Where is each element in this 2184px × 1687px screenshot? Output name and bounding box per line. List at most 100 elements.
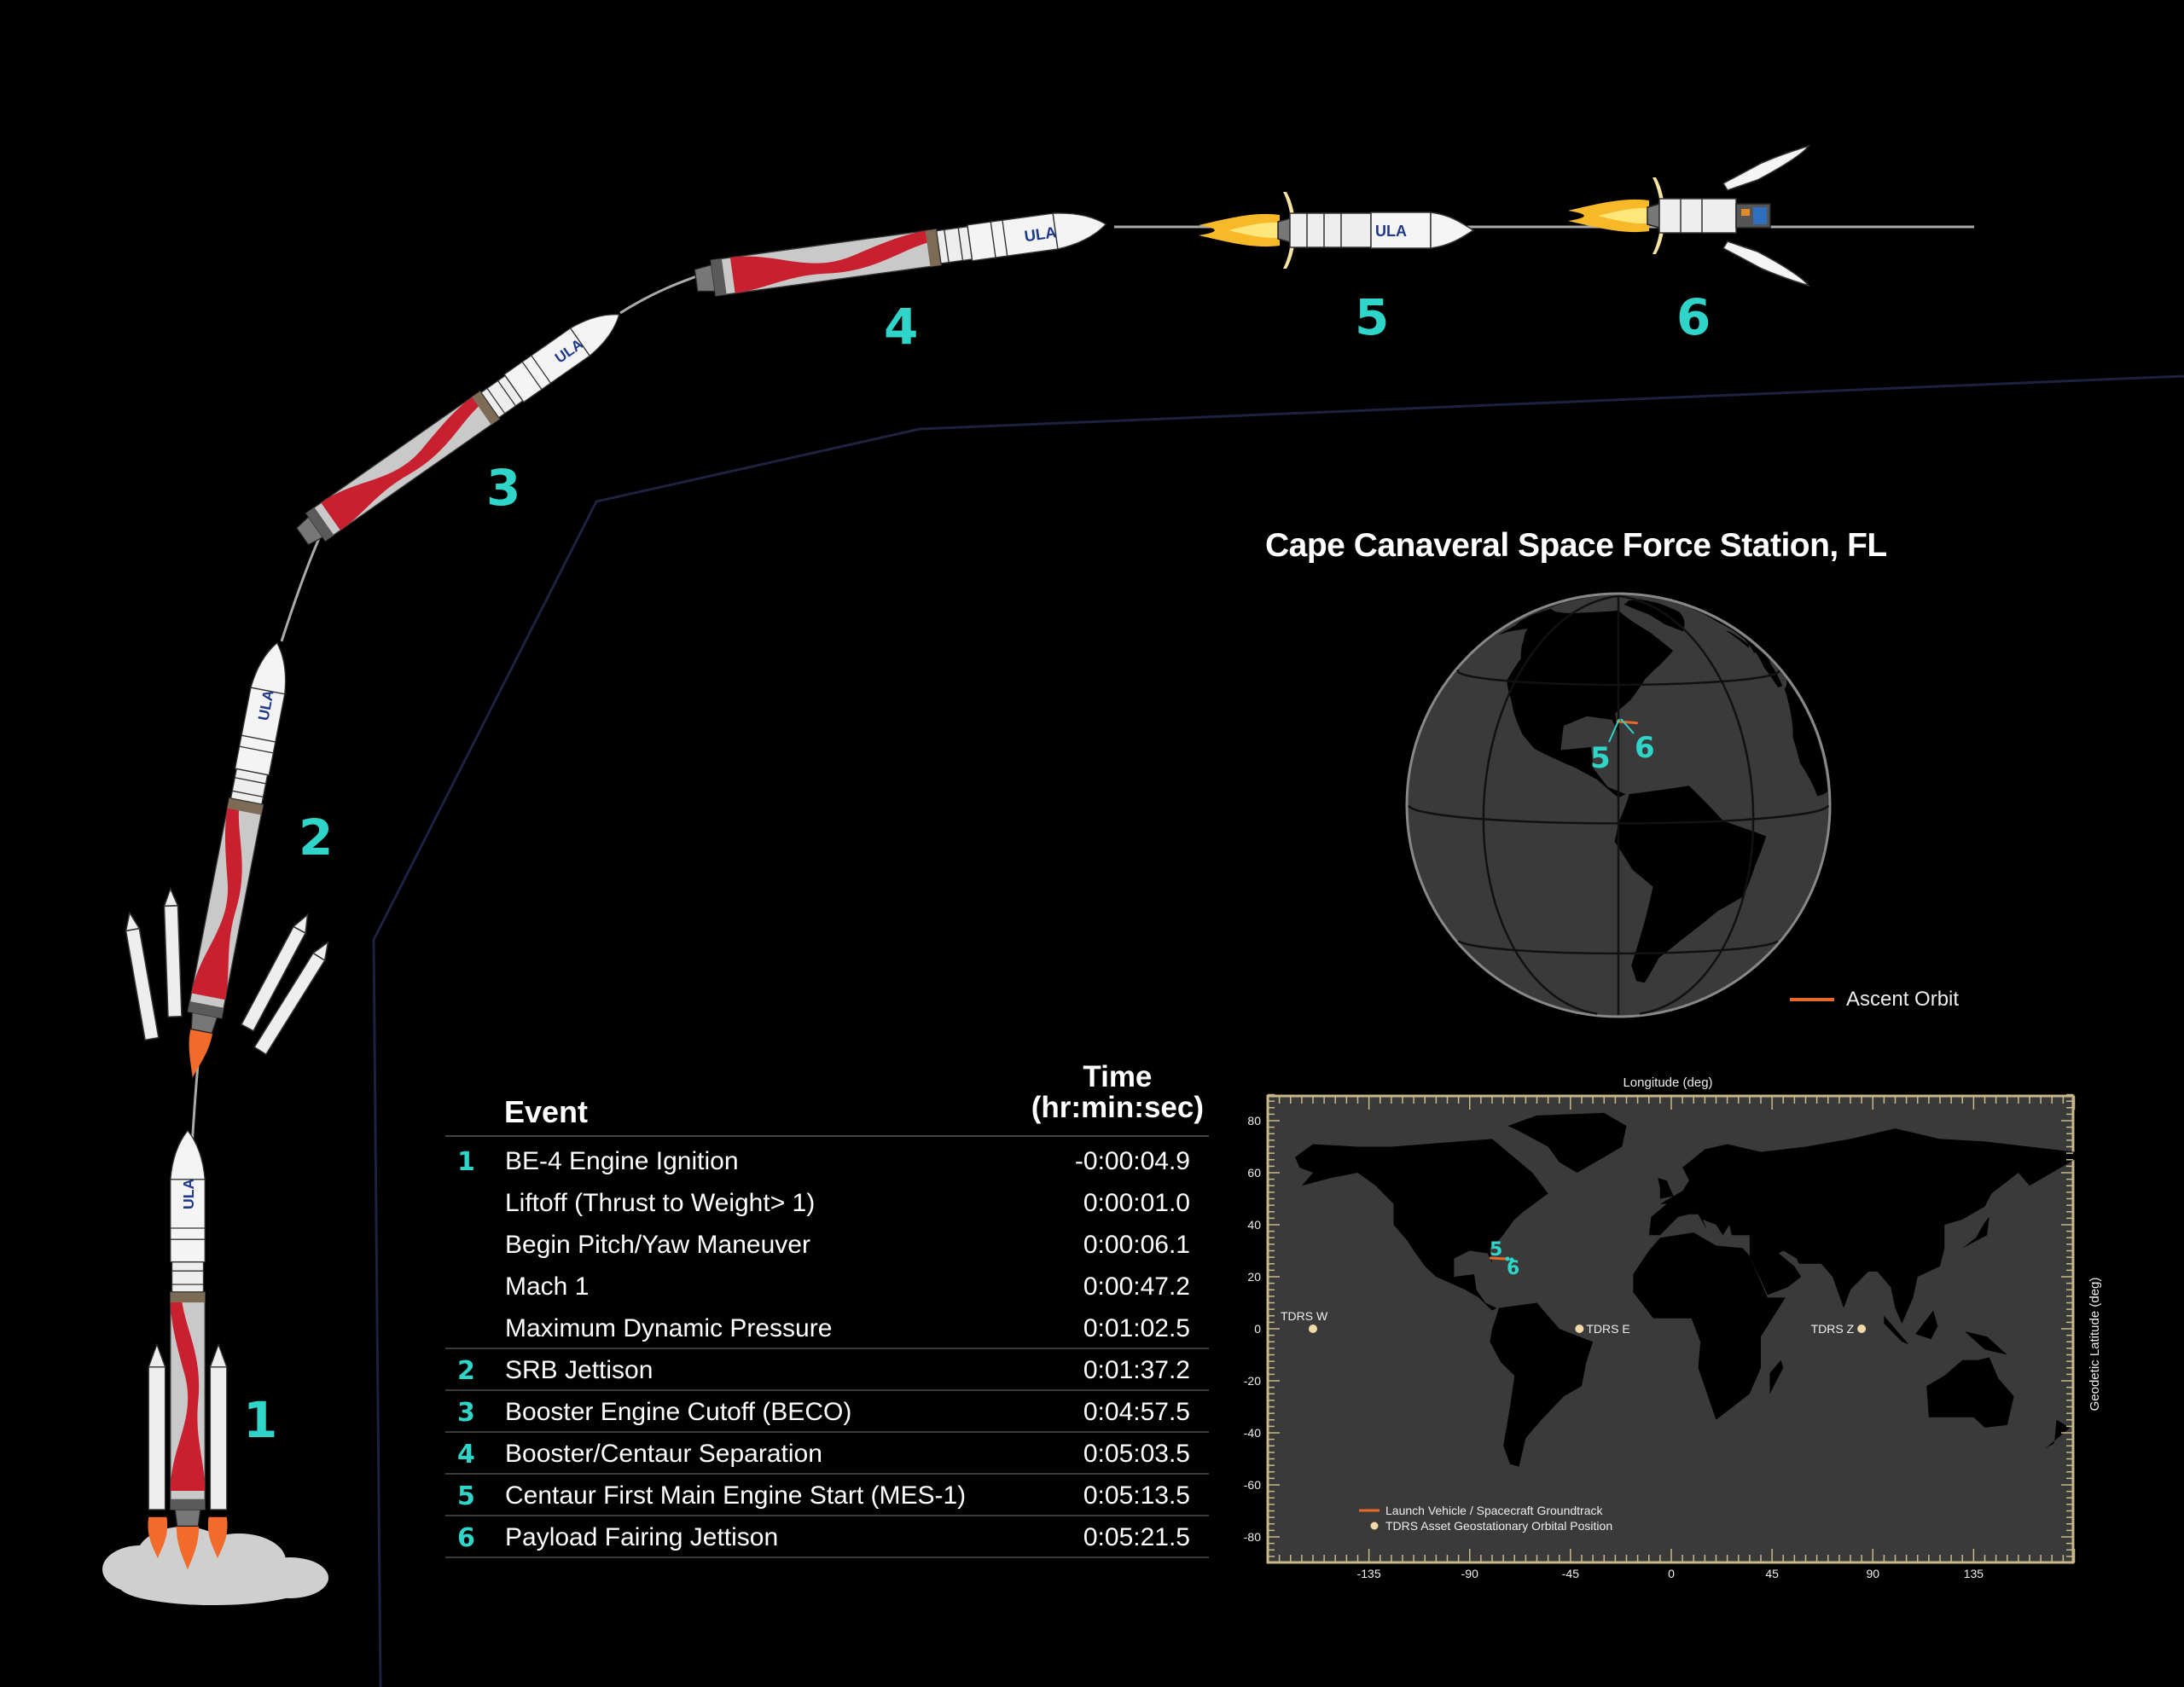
globe-parallel bbox=[1408, 804, 1830, 825]
globe: 5 6 bbox=[1405, 592, 1832, 1018]
globe-parallel bbox=[1456, 670, 1780, 687]
event-name: Maximum Dynamic Pressure bbox=[505, 1314, 833, 1342]
table-row: 6 Payload Fairing Jettison 0:05:21.5 bbox=[445, 1516, 1209, 1558]
landmass bbox=[1507, 1112, 1627, 1173]
landmass bbox=[1915, 1310, 1938, 1340]
tdrs-marker bbox=[1857, 1325, 1867, 1333]
groundtrack-point-6 bbox=[1509, 1257, 1514, 1262]
event-name: Liftoff (Thrust to Weight> 1) bbox=[505, 1189, 816, 1217]
jettisoned-srbs bbox=[125, 887, 329, 1056]
landmass bbox=[1633, 1232, 1786, 1420]
globe-landmass bbox=[1498, 608, 1673, 798]
lat-tick-label: -20 bbox=[1244, 1374, 1261, 1388]
lon-tick-label: 45 bbox=[1765, 1567, 1779, 1580]
ascent-orbit-legend: Ascent Orbit bbox=[1790, 988, 1959, 1012]
event-timeline-table: Event Time (hr:min:sec) 1 BE-4 Engine Ig… bbox=[445, 1062, 1209, 1558]
stage-number: 6 bbox=[457, 1523, 475, 1553]
fairing-half-bottom bbox=[1722, 241, 1811, 287]
ula-logo: ULA bbox=[1023, 223, 1057, 245]
centaur-fairing-jettison bbox=[1568, 144, 1811, 287]
stage-number: 2 bbox=[457, 1356, 475, 1386]
table-row: Liftoff (Thrust to Weight> 1) 0:00:01.0 bbox=[445, 1182, 1209, 1224]
table-row: Maximum Dynamic Pressure 0:01:02.5 bbox=[445, 1307, 1209, 1349]
globe-label-6: 6 bbox=[1635, 731, 1655, 765]
tdrs-label: TDRS Z bbox=[1811, 1322, 1855, 1336]
table-header: Event Time (hr:min:sec) bbox=[445, 1062, 1209, 1137]
stage-number-1: 1 bbox=[243, 1391, 277, 1449]
ula-logo: ULA bbox=[180, 1179, 197, 1209]
table-row: 2 SRB Jettison 0:01:37.2 bbox=[445, 1349, 1209, 1391]
event-name: Booster Engine Cutoff (BECO) bbox=[505, 1398, 852, 1426]
event-time: 0:01:37.2 bbox=[1083, 1356, 1190, 1384]
table-row: Begin Pitch/Yaw Maneuver 0:00:06.1 bbox=[445, 1224, 1209, 1266]
legend-tdrs-swatch bbox=[1370, 1522, 1379, 1530]
legend-tdrs-label: TDRS Asset Geostationary Orbital Positio… bbox=[1385, 1519, 1612, 1533]
event-time: 0:00:06.1 bbox=[1083, 1231, 1190, 1259]
landmass bbox=[1658, 1178, 1674, 1199]
table-row: 1 BE-4 Engine Ignition -0:00:04.9 bbox=[445, 1140, 1209, 1182]
event-name: Begin Pitch/Yaw Maneuver bbox=[505, 1231, 810, 1259]
lat-tick-label: 0 bbox=[1254, 1322, 1261, 1336]
earth-horizon-line bbox=[372, 374, 2184, 1687]
landmass bbox=[1926, 1357, 2014, 1428]
landmass bbox=[1648, 1128, 2075, 1324]
ascent-orbit-track bbox=[1616, 720, 1638, 725]
event-name: Mach 1 bbox=[505, 1272, 590, 1301]
tdrs-label: TDRS W bbox=[1281, 1309, 1328, 1323]
landmass bbox=[2045, 1419, 2071, 1449]
table-row: Mach 1 0:00:47.2 bbox=[445, 1266, 1209, 1307]
rocket-beco: ULA bbox=[292, 300, 630, 551]
legend-groundtrack-label: Launch Vehicle / Spacecraft Groundtrack bbox=[1385, 1504, 1603, 1517]
lon-tick-label: -90 bbox=[1461, 1567, 1478, 1580]
globe-landmass bbox=[1623, 599, 1685, 632]
event-time: 0:05:21.5 bbox=[1083, 1523, 1190, 1551]
stage-number: 1 bbox=[457, 1147, 475, 1177]
table-row: 5 Centaur First Main Engine Start (MES-1… bbox=[445, 1475, 1209, 1516]
event-time: -0:00:04.9 bbox=[1074, 1147, 1190, 1175]
globe-title: Cape Canaveral Space Force Station, FL bbox=[1265, 527, 1887, 564]
table-row: 4 Booster/Centaur Separation 0:05:03.5 bbox=[445, 1433, 1209, 1475]
landmass bbox=[1490, 1302, 1594, 1467]
tdrs-marker bbox=[1309, 1325, 1317, 1333]
header-time-title: Time bbox=[1083, 1060, 1153, 1093]
stage-number-2: 2 bbox=[299, 809, 333, 867]
rocket-separation: ULA bbox=[693, 206, 1109, 299]
stage-number-3: 3 bbox=[486, 459, 520, 517]
event-name: Centaur First Main Engine Start (MES-1) bbox=[505, 1481, 967, 1510]
rocket-liftoff: ULA bbox=[148, 1129, 228, 1570]
lon-tick-label: -45 bbox=[1562, 1567, 1579, 1580]
lat-tick-label: 60 bbox=[1247, 1166, 1261, 1180]
globe-label-leader bbox=[1608, 718, 1635, 743]
event-time: 0:05:13.5 bbox=[1083, 1481, 1190, 1510]
centaur-mes1: ULA bbox=[1199, 192, 1474, 269]
event-name: BE-4 Engine Ignition bbox=[505, 1147, 739, 1175]
event-name: SRB Jettison bbox=[505, 1356, 653, 1384]
lon-tick-label: -135 bbox=[1357, 1567, 1381, 1580]
stage-number: 3 bbox=[457, 1398, 475, 1428]
map-label-5: 5 bbox=[1490, 1239, 1502, 1261]
globe-landmass bbox=[1614, 786, 1767, 983]
lat-tick-label: 20 bbox=[1247, 1270, 1261, 1284]
lat-tick-label: -60 bbox=[1244, 1478, 1261, 1492]
event-time: 0:00:47.2 bbox=[1083, 1272, 1190, 1301]
stage-number-5: 5 bbox=[1355, 288, 1389, 346]
table-row: 3 Booster Engine Cutoff (BECO) 0:04:57.5 bbox=[445, 1391, 1209, 1433]
lat-tick-label: 40 bbox=[1247, 1218, 1261, 1232]
landmass bbox=[1964, 1331, 2007, 1355]
ascent-orbit-swatch bbox=[1790, 998, 1834, 1001]
tdrs-marker bbox=[1575, 1325, 1584, 1333]
stage-number-6: 6 bbox=[1676, 288, 1711, 346]
groundtrack-map: Longitude (deg) Geodetic Latitude (deg) … bbox=[1244, 1075, 2102, 1580]
event-time: 0:01:02.5 bbox=[1083, 1314, 1190, 1342]
event-time: 0:04:57.5 bbox=[1083, 1398, 1190, 1426]
event-name: Booster/Centaur Separation bbox=[505, 1440, 822, 1468]
ascent-orbit-label: Ascent Orbit bbox=[1846, 988, 1960, 1011]
stage-number-4: 4 bbox=[884, 298, 918, 356]
lon-tick-label: 90 bbox=[1866, 1567, 1879, 1580]
groundtrack-line bbox=[1489, 1256, 1507, 1261]
globe-meridian bbox=[1482, 594, 1619, 1015]
map-y-axis-label: Geodetic Latitude (deg) bbox=[2088, 1278, 2102, 1412]
tdrs-label: TDRS E bbox=[1586, 1322, 1629, 1336]
landmass bbox=[1962, 1216, 1989, 1249]
